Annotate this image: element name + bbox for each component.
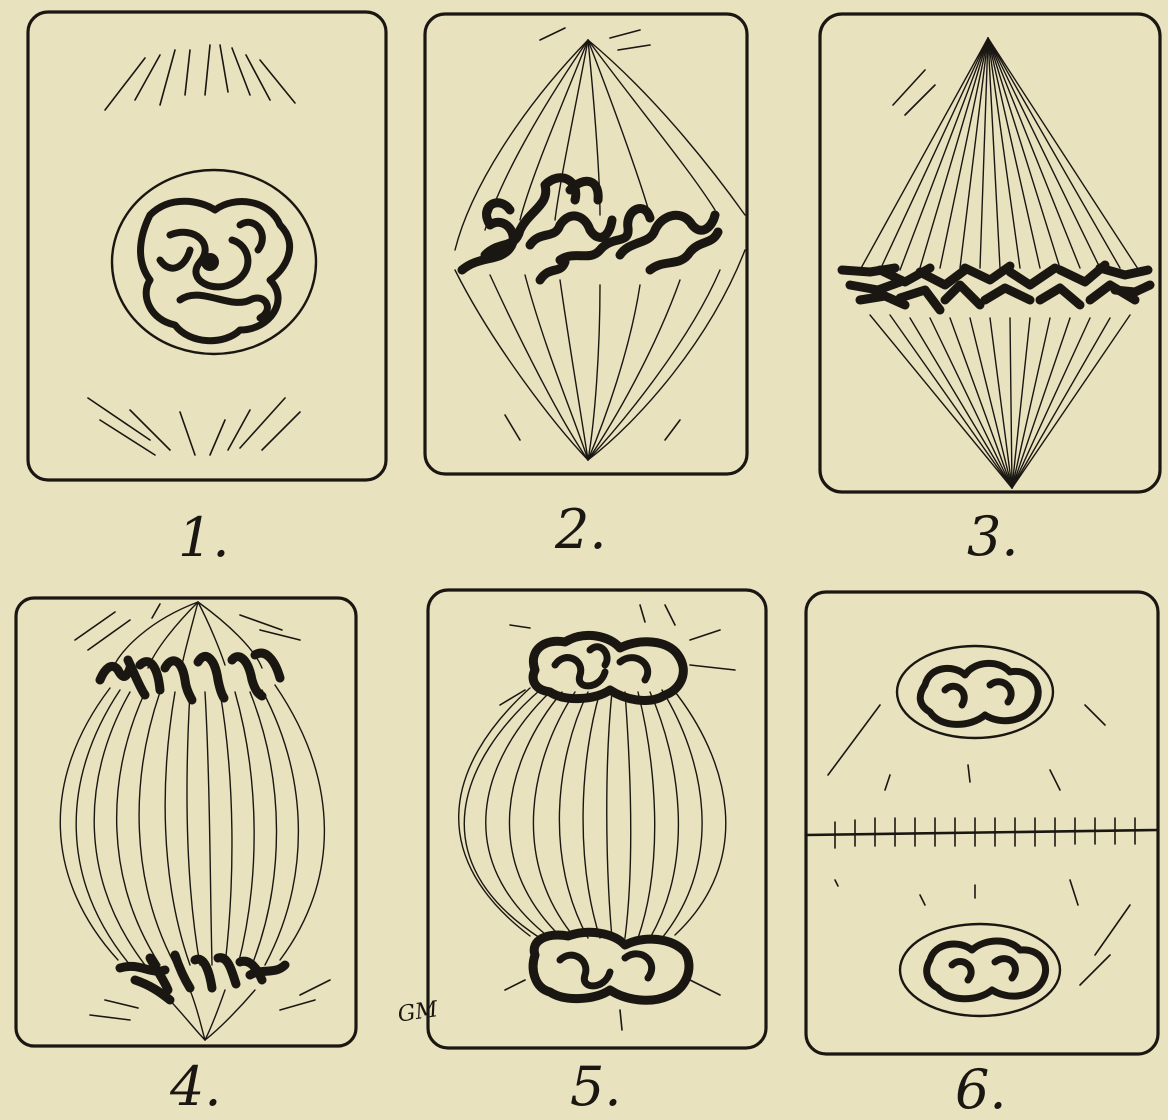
centrosome-rays-top: [105, 45, 295, 110]
chromatin-top: [920, 663, 1038, 724]
upper-chromosome-group: [100, 653, 280, 700]
panel-2: 2.: [425, 14, 747, 561]
daughter-nucleus-top: [533, 635, 683, 700]
panel-4: 4.: [16, 598, 356, 1118]
figure-label: 6.: [955, 1058, 1007, 1120]
centrosome-rays-bottom: [88, 398, 300, 455]
spindle-fibers: [860, 38, 1140, 488]
lower-chromosome-group: [120, 955, 285, 1000]
cell-outline: [428, 590, 766, 1048]
spindle-fibers: [60, 602, 324, 1040]
figure-label: 3.: [967, 505, 1019, 568]
panel-5: 5.: [428, 590, 766, 1118]
metaphase-plate-chromosomes: [842, 265, 1150, 310]
chromatin-tangle: [141, 201, 290, 340]
figure-label: 5.: [570, 1055, 622, 1118]
figure-label: 2.: [554, 498, 607, 561]
spindle-fibers: [459, 688, 726, 938]
figure-label: 1.: [178, 506, 230, 569]
cell-plate: [806, 830, 1158, 835]
figure-label: 4.: [169, 1055, 222, 1118]
chromatin-bottom: [927, 941, 1046, 999]
centrosome-rays-top: [893, 70, 935, 115]
chromosomes: [462, 178, 718, 280]
artist-monogram: GM: [396, 997, 440, 1027]
daughter-nucleus-bottom: [533, 932, 689, 1000]
panel-1: 1.: [28, 12, 386, 569]
panel-6: 6.: [806, 592, 1158, 1120]
panel-3: 3.: [820, 14, 1160, 568]
